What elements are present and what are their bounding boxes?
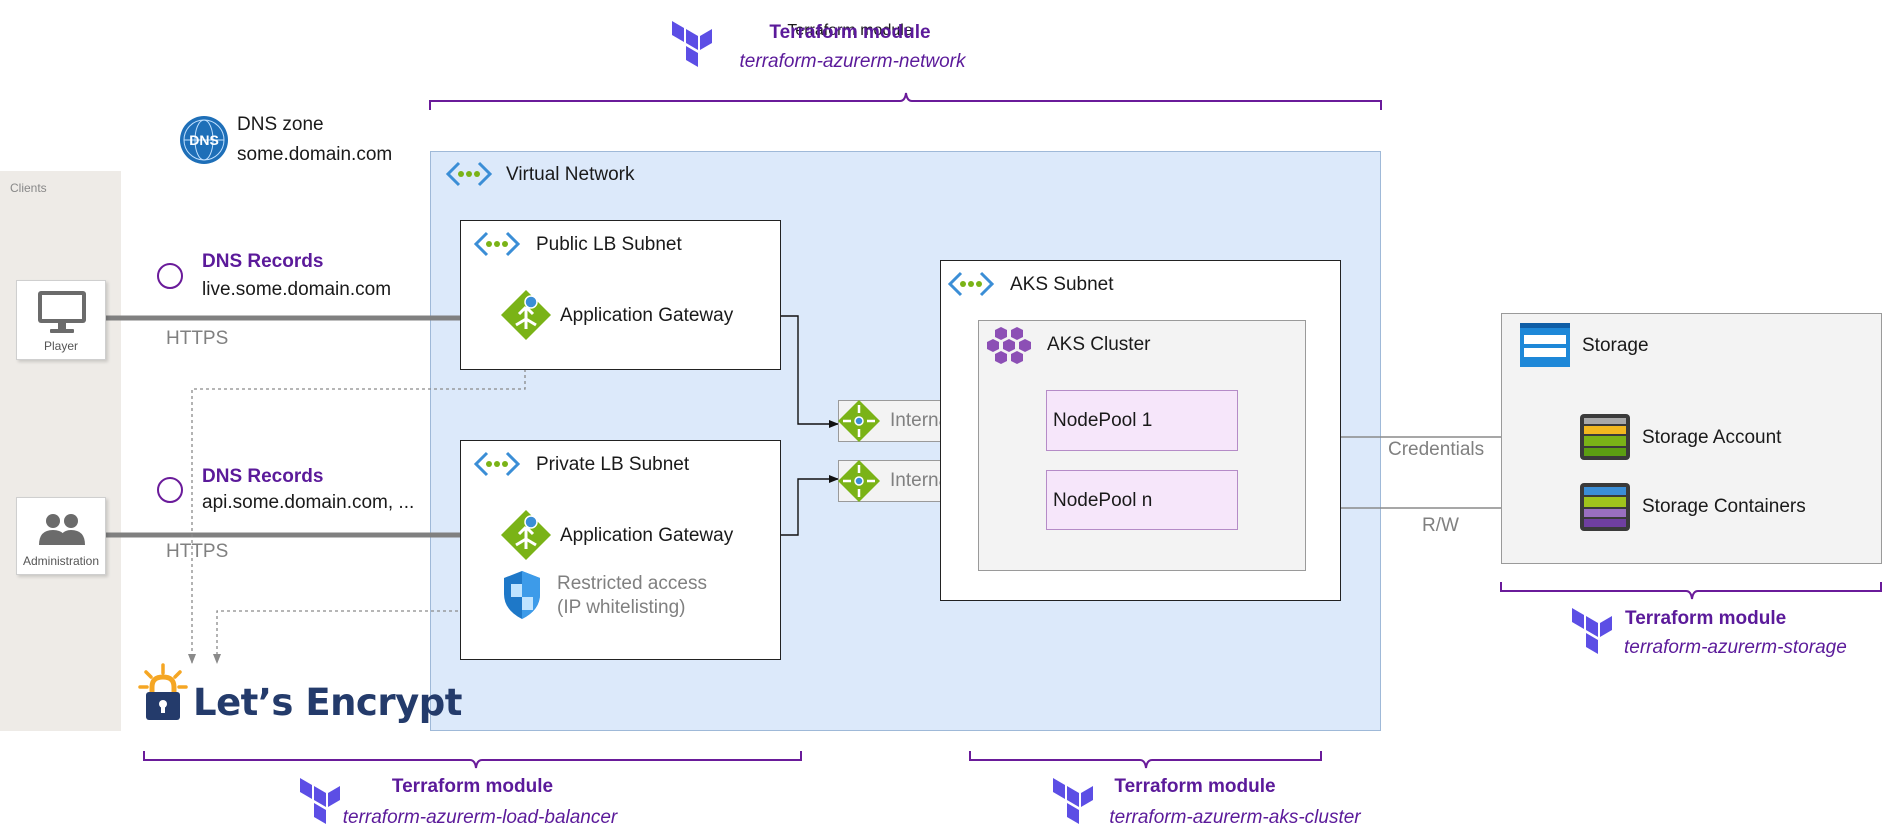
- clients-label: Clients: [10, 181, 47, 195]
- storage-account-label: Storage Account: [1642, 427, 1782, 448]
- storage-icon: [1520, 323, 1570, 367]
- https-label-admin: HTTPS: [166, 541, 229, 562]
- module-network-name: terraform-azurerm-network: [739, 51, 966, 72]
- module-network-title: Terraform module: [787, 22, 913, 39]
- gateway-icon: [837, 399, 881, 443]
- https-label-player: HTTPS: [166, 328, 229, 349]
- brace-storage: [1500, 582, 1882, 600]
- terraform-icon: [1572, 606, 1616, 656]
- client-player: Player: [16, 280, 106, 360]
- vnet-icon: [445, 160, 493, 188]
- vnet-icon: [473, 450, 521, 478]
- client-administration: Administration: [16, 497, 106, 575]
- nodepool-1-label: NodePool 1: [1053, 410, 1153, 431]
- restricted-access-line1: Restricted access: [557, 573, 707, 594]
- module-aks-name: terraform-azurerm-aks-cluster: [1109, 807, 1361, 828]
- client-player-label: Player: [43, 339, 78, 353]
- brace-load-balancer: [143, 751, 802, 769]
- module-network-title-text: Terraform module: [769, 22, 931, 43]
- nodepool-n-label: NodePool n: [1053, 490, 1153, 511]
- public-lb-subnet: [460, 220, 781, 370]
- rw-label: R/W: [1422, 515, 1459, 536]
- vnet-icon: [947, 270, 995, 298]
- gateway-icon: [500, 289, 552, 341]
- restricted-access-line2: (IP whitelisting): [557, 597, 686, 618]
- gateway-icon: [500, 509, 552, 561]
- credentials-label: Credentials: [1388, 439, 1485, 460]
- brace-aks: [969, 751, 1322, 769]
- clients-panel: [0, 171, 121, 731]
- dns-records-private-title: DNS Records: [202, 466, 324, 487]
- client-administration-label: Administration: [22, 554, 100, 568]
- dns-record-circle-icon: [157, 477, 183, 503]
- dns-icon: DNS: [179, 115, 229, 165]
- public-subnet-title: Public LB Subnet: [536, 234, 682, 255]
- private-gateway-label: Application Gateway: [560, 525, 734, 546]
- nodepool-n: [1046, 470, 1238, 530]
- aks-cluster-title: AKS Cluster: [1047, 334, 1151, 355]
- module-aks-title: Terraform module: [1114, 776, 1276, 797]
- module-lb-name: terraform-azurerm-load-balancer: [342, 807, 618, 828]
- storage-containers-label: Storage Containers: [1642, 496, 1806, 517]
- monitor-icon: [36, 289, 88, 340]
- sun-icon: [138, 663, 188, 689]
- dns-records-public-title: DNS Records: [202, 251, 324, 272]
- shield-icon: [503, 570, 541, 620]
- storage-container-icon: [1580, 483, 1630, 531]
- module-storage-name: terraform-azurerm-storage: [1624, 637, 1847, 658]
- nodepool-1: [1046, 390, 1238, 451]
- virtual-network-title: Virtual Network: [506, 164, 635, 185]
- dns-zone-domain: some.domain.com: [237, 144, 393, 165]
- module-lb-title: Terraform module: [391, 776, 554, 797]
- brace-network: [429, 92, 1382, 110]
- dns-records-public-domain: live.some.domain.com: [202, 279, 392, 300]
- users-icon: [37, 513, 87, 550]
- aks-cluster-icon: [985, 326, 1035, 366]
- aks-subnet-title: AKS Subnet: [1010, 274, 1114, 295]
- private-lb-subnet: [460, 440, 781, 660]
- private-subnet-title: Private LB Subnet: [536, 454, 690, 475]
- vnet-icon: [473, 230, 521, 258]
- lock-icon: [138, 663, 188, 723]
- public-gateway-label: Application Gateway: [560, 305, 734, 326]
- storage-title: Storage: [1582, 335, 1649, 356]
- terraform-icon: [672, 19, 716, 69]
- lets-encrypt-wordmark: Let’s Encrypt: [193, 681, 462, 724]
- terraform-icon: [300, 776, 344, 826]
- svg-text:DNS: DNS: [189, 132, 219, 148]
- gateway-icon: [837, 459, 881, 503]
- terraform-icon: [1053, 776, 1097, 826]
- dns-zone-title: DNS zone: [237, 114, 324, 135]
- module-storage-title: Terraform module: [1625, 608, 1787, 629]
- storage-account-icon: [1580, 414, 1630, 460]
- dns-record-circle-icon: [157, 263, 183, 289]
- dns-records-private-domain: api.some.domain.com, ...: [202, 492, 415, 513]
